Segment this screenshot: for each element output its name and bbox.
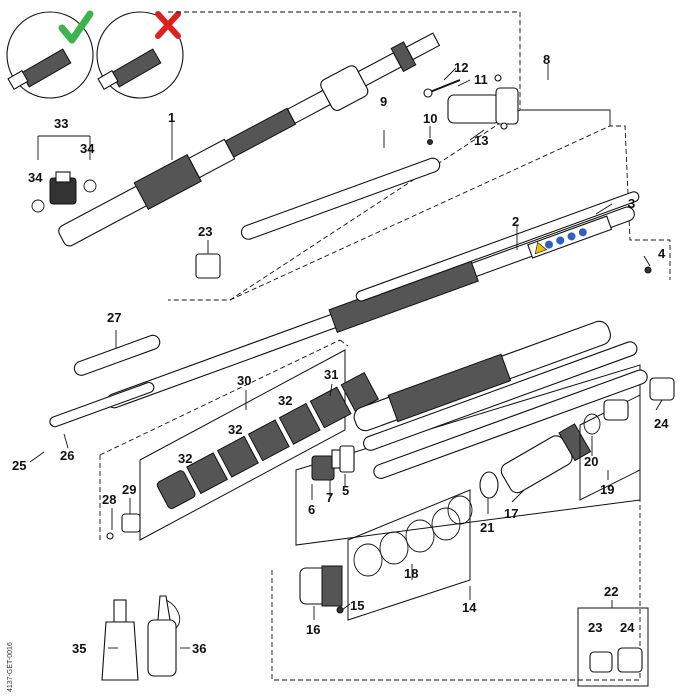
- label-part-34-a: 34: [80, 141, 95, 156]
- label-part-35: 35: [72, 641, 86, 656]
- reference-code: 4137-GET-0016: [7, 642, 14, 692]
- label-part-24-b: 24: [620, 620, 635, 635]
- label-part-12: 12: [454, 60, 468, 75]
- label-part-25: 25: [12, 458, 26, 473]
- label-part-10: 10: [423, 111, 437, 126]
- repair-kit-box: [577, 600, 649, 687]
- drive-tube-main: [49, 125, 671, 428]
- label-part-30: 30: [237, 373, 251, 388]
- label-part-32-b: 32: [228, 422, 242, 437]
- label-part-20: 20: [584, 454, 598, 469]
- grease-tube: [101, 599, 139, 681]
- label-part-31: 31: [324, 367, 338, 382]
- part-labels: 1 2 3 4 5 6 7 8 9 10 11 12 13 14 15 16 1…: [12, 52, 669, 656]
- label-part-13: 13: [474, 133, 488, 148]
- label-part-33: 33: [54, 116, 68, 131]
- label-part-2: 2: [512, 214, 519, 229]
- inset-incorrect: [96, 11, 184, 99]
- label-part-15: 15: [350, 598, 364, 613]
- label-part-16: 16: [306, 622, 320, 637]
- label-part-32-c: 32: [178, 451, 192, 466]
- label-part-3: 3: [628, 196, 635, 211]
- label-part-17: 17: [504, 506, 518, 521]
- label-part-27: 27: [107, 310, 121, 325]
- label-part-23-a: 23: [198, 224, 212, 239]
- leader-lines: [29, 64, 663, 649]
- inset-correct: [6, 10, 94, 99]
- label-part-22: 22: [604, 584, 618, 599]
- label-part-23-b: 23: [588, 620, 602, 635]
- label-part-19: 19: [600, 482, 614, 497]
- small-parts-group: [311, 266, 652, 481]
- label-part-5: 5: [342, 483, 349, 498]
- x-mark-icon: [155, 11, 181, 39]
- label-part-7: 7: [326, 490, 333, 505]
- label-part-8: 8: [543, 52, 550, 67]
- label-part-34-b: 34: [28, 170, 43, 185]
- label-part-4: 4: [658, 246, 666, 261]
- gear-head-tube-group: [271, 320, 648, 681]
- label-part-29: 29: [122, 482, 136, 497]
- check-mark-icon: [58, 10, 94, 44]
- label-part-36: 36: [192, 641, 206, 656]
- drive-tube-top-assembly: [31, 11, 611, 301]
- label-part-18: 18: [404, 566, 418, 581]
- label-part-9: 9: [380, 94, 387, 109]
- label-part-32-a: 32: [278, 393, 292, 408]
- oil-bottle: [147, 595, 180, 677]
- label-part-6: 6: [308, 502, 315, 517]
- label-part-26: 26: [60, 448, 74, 463]
- label-part-11: 11: [474, 72, 488, 87]
- cap-24: [649, 377, 675, 401]
- label-part-21: 21: [480, 520, 494, 535]
- label-part-14: 14: [462, 600, 477, 615]
- label-part-24-a: 24: [654, 416, 669, 431]
- label-part-1: 1: [168, 110, 175, 125]
- label-part-28: 28: [102, 492, 116, 507]
- bearing-set-box: [99, 339, 379, 541]
